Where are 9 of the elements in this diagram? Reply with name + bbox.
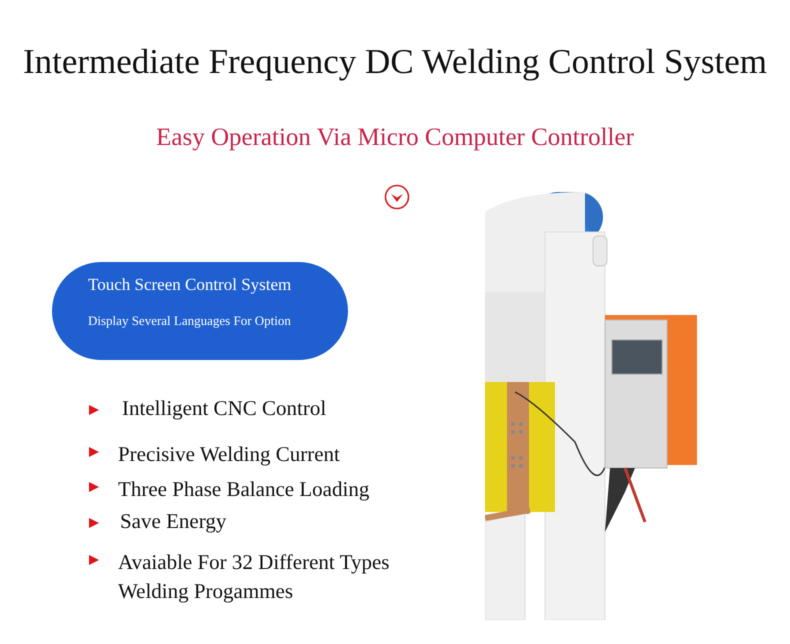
feature-item: Save Energy [120, 508, 228, 535]
title: Intermediate Frequency DC Welding Control System [22, 42, 768, 82]
feature-item: Precisive Welding Current [118, 441, 341, 468]
feature-item: Three Phase Balance Loading [118, 476, 370, 503]
pill-heading: Touch Screen Control System [88, 274, 292, 296]
feature-item: Intelligent CNC Control [122, 395, 328, 422]
pill-text: Display Several Languages For Option [88, 312, 292, 330]
feature-item: Avaiable For 32 Different Types Welding Progammes [118, 549, 390, 605]
subtitle: Easy Operation Via Micro Computer Controller [155, 124, 635, 152]
